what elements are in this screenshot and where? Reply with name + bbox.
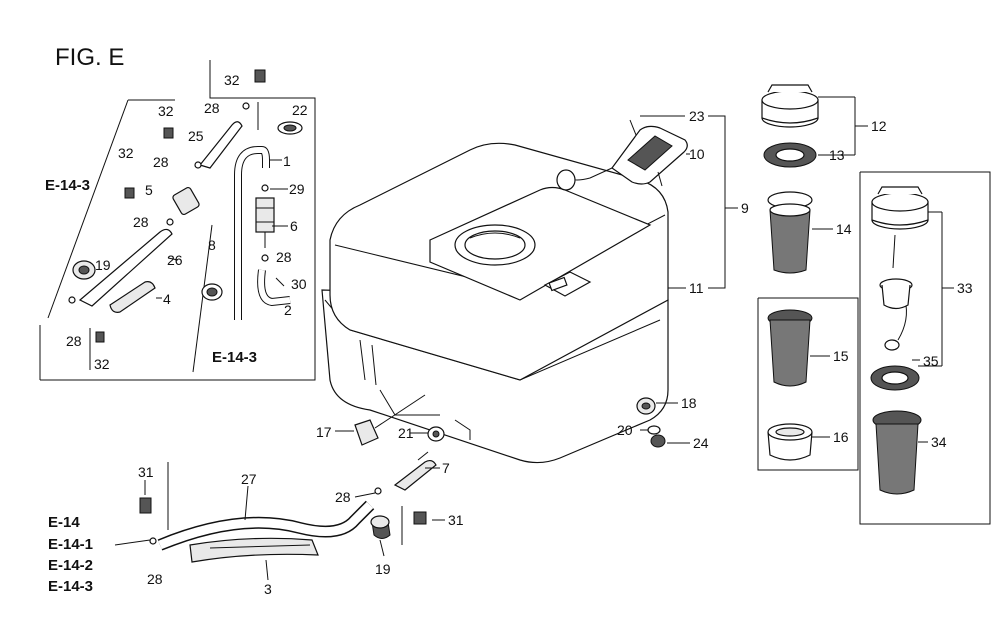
figure-title: FIG. E bbox=[55, 44, 124, 71]
callout-14: 14 bbox=[836, 221, 852, 237]
callout-28: 28 bbox=[147, 571, 163, 587]
tank-callouts: 23 10 9 11 bbox=[640, 108, 749, 296]
fuel-valve-part bbox=[172, 186, 200, 216]
fuel-tank bbox=[321, 142, 669, 464]
callout-9: 9 bbox=[741, 200, 749, 216]
callout-25: 25 bbox=[188, 128, 204, 144]
callout-16: 16 bbox=[833, 429, 849, 445]
callout-27: 27 bbox=[241, 471, 257, 487]
callout-28: 28 bbox=[204, 100, 220, 116]
fuel-line-group-frame bbox=[39, 60, 316, 381]
callout-1: 1 bbox=[283, 153, 291, 169]
lower-callouts: 17 21 7 28 18 20 24 31 27 31 19 28 3 bbox=[114, 395, 709, 597]
callout-7: 7 bbox=[442, 460, 450, 476]
callout-3: 3 bbox=[264, 581, 272, 597]
ref-label: E-14-3 bbox=[212, 349, 257, 366]
callout-32: 32 bbox=[224, 72, 240, 88]
callout-28: 28 bbox=[153, 154, 169, 170]
callout-28: 28 bbox=[276, 249, 292, 265]
callout-29: 29 bbox=[289, 181, 305, 197]
fuel-gauge-part bbox=[556, 119, 688, 191]
callout-28: 28 bbox=[133, 214, 149, 230]
ref-label: E-14-3 bbox=[48, 578, 93, 595]
fuel-filter-part bbox=[255, 197, 275, 233]
callout-19: 19 bbox=[375, 561, 391, 577]
callout-31: 31 bbox=[448, 512, 464, 528]
drain-fitting-parts bbox=[139, 394, 666, 545]
callout-20: 20 bbox=[617, 422, 633, 438]
callout-11: 11 bbox=[689, 280, 704, 296]
callout-24: 24 bbox=[693, 435, 709, 451]
lower-left-refs: E-14 E-14-1 E-14-2 E-14-3 bbox=[48, 514, 93, 595]
callout-10: 10 bbox=[689, 146, 705, 162]
callout-17: 17 bbox=[316, 424, 332, 440]
callout-8: 8 bbox=[208, 237, 216, 253]
callout-6: 6 bbox=[290, 218, 298, 234]
callout-12: 12 bbox=[871, 118, 887, 134]
ref-label: E-14 bbox=[48, 514, 80, 531]
callout-32: 32 bbox=[94, 356, 110, 372]
callout-5: 5 bbox=[145, 182, 153, 198]
callout-35: 35 bbox=[923, 353, 939, 369]
callout-13: 13 bbox=[829, 147, 845, 163]
callout-26: 26 bbox=[167, 252, 183, 268]
callout-18: 18 bbox=[681, 395, 697, 411]
callout-34: 34 bbox=[931, 434, 947, 450]
callout-23: 23 bbox=[689, 108, 705, 124]
right-callouts: 12 13 14 33 15 35 16 34 bbox=[810, 96, 973, 450]
callout-31: 31 bbox=[138, 464, 154, 480]
ref-label: E-14-3 bbox=[45, 177, 90, 194]
ref-label: E-14-2 bbox=[48, 557, 93, 574]
left-callouts: 32 28 22 32 25 1 32 28 29 5 6 28 8 28 19… bbox=[66, 72, 308, 372]
callout-2: 2 bbox=[284, 302, 292, 318]
clip-part bbox=[254, 69, 266, 83]
right-frames bbox=[757, 171, 991, 525]
callout-33: 33 bbox=[957, 280, 973, 296]
cap-strainer-parts bbox=[761, 84, 929, 495]
ref-label: E-14-1 bbox=[48, 536, 93, 553]
callout-4: 4 bbox=[163, 291, 171, 307]
callout-32: 32 bbox=[158, 103, 174, 119]
hose-parts bbox=[157, 500, 375, 563]
callout-28: 28 bbox=[66, 333, 82, 349]
tube-part bbox=[198, 121, 243, 169]
callout-30: 30 bbox=[291, 276, 307, 292]
callout-15: 15 bbox=[833, 348, 849, 364]
callout-19: 19 bbox=[95, 257, 111, 273]
callout-21: 21 bbox=[398, 425, 414, 441]
callout-22: 22 bbox=[292, 102, 308, 118]
callout-28: 28 bbox=[335, 489, 351, 505]
fuel-line-parts bbox=[68, 69, 303, 343]
callout-32: 32 bbox=[118, 145, 134, 161]
